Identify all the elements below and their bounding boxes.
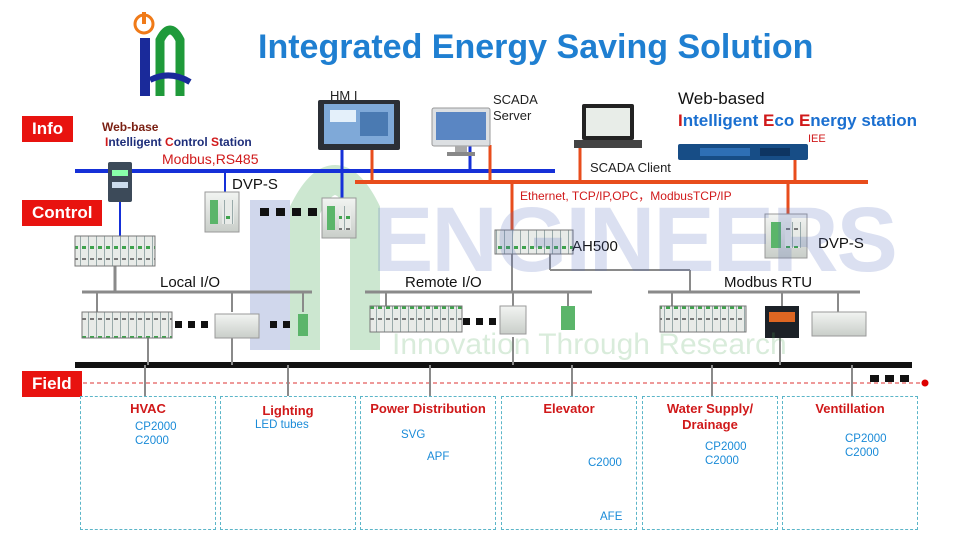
webbase-ntelligent: ntelligent (108, 135, 162, 149)
panel-water-label-1: CP2000 (705, 441, 747, 453)
iee-label: IEE (808, 133, 826, 145)
panel-elevator-label-1: C2000 (588, 457, 622, 469)
webbase-i: I (105, 135, 109, 149)
panel-elevator-label-2: AFE (600, 511, 623, 523)
panel-water-title: Water Supply/ (666, 401, 754, 416)
dot-separators (175, 208, 909, 382)
modbus-rs485-label: Modbus,RS485 (162, 151, 259, 167)
level-control-tag: Control (22, 200, 103, 226)
scada-client-laptop (574, 104, 642, 148)
scada-server-label-2: Server (493, 108, 532, 123)
ethernet-label: Ethernet, TCP/IP,OPC，ModbusTCP/IP (520, 189, 732, 203)
page-title: Integrated Energy Saving Solution (258, 28, 814, 66)
panel-lighting-title: Lighting (262, 403, 314, 418)
panel-elevator-title: Elevator (543, 401, 595, 416)
panel-hvac-label-1: CP2000 (135, 421, 177, 433)
watermark-tagline: Innovation Through Research (392, 328, 787, 361)
plc-racks (74, 229, 867, 339)
panel-power-label-1: SVG (401, 429, 426, 441)
panel-hvac-title: HVAC (130, 401, 166, 416)
local-io-label: Local I/O (160, 274, 221, 291)
panel-power-title: Power Distribution (370, 401, 486, 416)
station-letter-i: I (678, 111, 683, 130)
panel-lighting: Lighting LED tubes (220, 396, 356, 530)
iee-station-label: Intelligent Eco Energy station (678, 111, 917, 131)
field-bus (62, 337, 929, 396)
webbase-ontrol: ontrol (173, 135, 208, 149)
network-switch (108, 162, 132, 202)
panel-water: Water Supply/ Drainage CP2000 C2000 (642, 396, 778, 530)
level-info-tag: Info (22, 116, 74, 142)
panel-ventillation-label-2: C2000 (845, 447, 879, 459)
webbase-tation: tation (219, 135, 252, 149)
station-word-eco: co (774, 111, 795, 130)
panel-hvac-label-2: C2000 (135, 435, 169, 447)
station-word-energy: nergy station (810, 111, 918, 130)
remote-io-label: Remote I/O (405, 274, 482, 291)
panel-ventillation: Ventillation CP2000 C2000 (782, 396, 918, 530)
panel-ventillation-title: Ventillation (815, 401, 885, 416)
station-letter-e2: E (798, 111, 811, 130)
scada-client-label: SCADA Client (590, 160, 671, 175)
iee-station-device (678, 144, 808, 160)
level-field-tag: Field (22, 371, 82, 397)
hmi-label: HM I (330, 88, 358, 103)
panel-ventillation-label-1: CP2000 (845, 433, 887, 445)
ah500-label: AH500 (572, 238, 618, 255)
panel-power-label-2: APF (427, 451, 450, 463)
company-logo (133, 12, 192, 96)
watermark-brand: ENGINEERS (372, 189, 898, 291)
watermark-logo (250, 165, 380, 350)
webbase-s: S (211, 135, 220, 149)
panel-water-title-2: Drainage (682, 417, 738, 432)
panel-elevator: Elevator C2000 AFE (501, 396, 637, 530)
webbase-label: Web-base (102, 120, 159, 134)
dvp-s-controllers (204, 191, 808, 259)
station-word-intelligent: ntelligent (682, 111, 759, 130)
hmi-panel-device (318, 100, 400, 150)
panel-water-label-2: C2000 (705, 455, 739, 467)
webbase-station-label: Intelligent Control Station (105, 135, 252, 149)
panel-power-distribution: Power Distribution SVG APF (360, 396, 496, 530)
panel-lighting-label-1: LED tubes (255, 419, 309, 431)
dvp-s-right-label: DVP-S (818, 235, 864, 252)
panel-hvac: HVAC CP2000 C2000 (80, 396, 216, 530)
scada-server-label-1: SCADA (493, 92, 538, 107)
dvp-s-left-label: DVP-S (232, 176, 278, 193)
web-based-label: Web-based (678, 89, 765, 108)
station-letter-e1: E (763, 111, 775, 130)
webbase-c: C (165, 135, 174, 149)
modbus-rtu-label: Modbus RTU (724, 274, 813, 291)
scada-server-device (431, 107, 491, 156)
